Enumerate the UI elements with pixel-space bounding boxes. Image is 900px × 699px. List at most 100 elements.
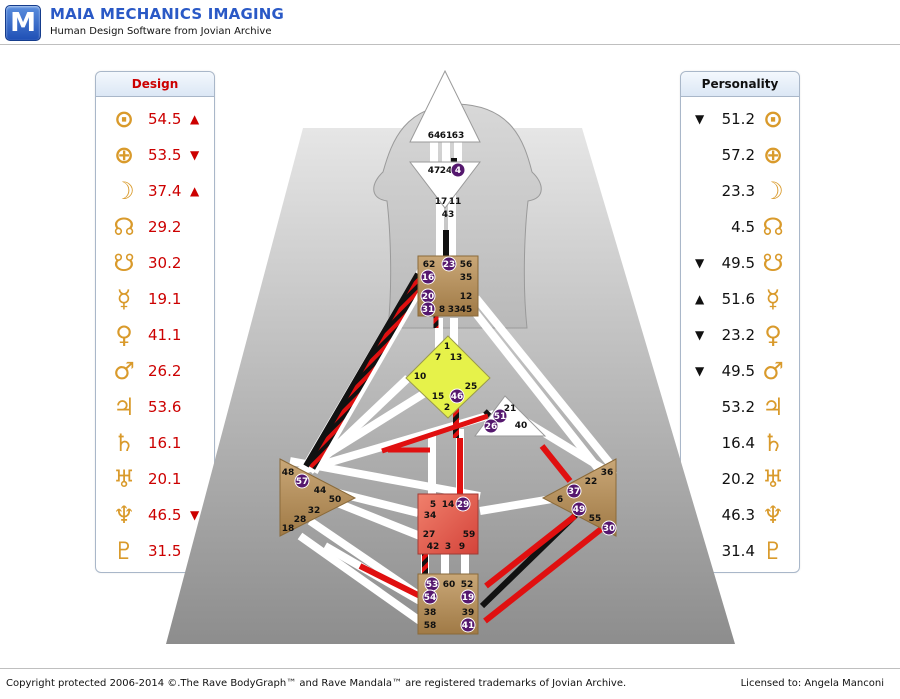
design-value: 29.2 bbox=[148, 218, 182, 236]
north-node-icon: ☊ bbox=[113, 213, 135, 241]
design-row-sun: ⊙54.5▲ bbox=[96, 101, 214, 137]
design-value: 41.1 bbox=[148, 326, 182, 344]
personality-row-north-node: ☊4.5 bbox=[681, 209, 799, 245]
gate-10: 10 bbox=[414, 372, 427, 382]
gate-1: 1 bbox=[444, 342, 450, 352]
head-center bbox=[409, 69, 481, 143]
gate-5: 5 bbox=[430, 500, 436, 510]
moon-icon: ☽ bbox=[113, 177, 135, 205]
gate-40: 40 bbox=[515, 421, 528, 431]
venus-icon: ♀ bbox=[764, 321, 782, 349]
app-header: M MAIA MECHANICS IMAGING Human Design So… bbox=[0, 0, 900, 44]
personality-arrow-icon: ▲ bbox=[695, 292, 705, 306]
active-gate-57-marker bbox=[294, 473, 310, 489]
gate-34: 34 bbox=[424, 511, 437, 521]
personality-row-jupiter: ♃53.2 bbox=[681, 389, 799, 425]
mars-icon: ♂ bbox=[113, 357, 135, 385]
gate-25: 25 bbox=[465, 382, 478, 392]
gate-37: 37 bbox=[568, 487, 581, 497]
personality-value: 23.3 bbox=[721, 182, 755, 200]
gate-63: 63 bbox=[452, 131, 465, 141]
gate-58: 58 bbox=[424, 621, 437, 631]
design-panel: Design ⊙54.5▲⊕53.5▼☽37.4▲☊29.2☋30.2☿19.1… bbox=[95, 71, 215, 573]
jupiter-icon: ♃ bbox=[113, 393, 135, 421]
personality-row-mars: ♂49.5▼ bbox=[681, 353, 799, 389]
gate-62: 62 bbox=[423, 260, 436, 270]
saturn-icon: ♄ bbox=[113, 429, 135, 457]
active-gate-54-marker bbox=[422, 589, 438, 605]
gate-4: 4 bbox=[455, 166, 461, 176]
gate-28: 28 bbox=[294, 515, 307, 525]
gate-19: 19 bbox=[462, 593, 475, 603]
gate-59: 59 bbox=[463, 530, 476, 540]
gate-27: 27 bbox=[423, 530, 436, 540]
gate-31: 31 bbox=[422, 305, 435, 315]
gate-50: 50 bbox=[329, 495, 342, 505]
design-value: 46.5 bbox=[148, 506, 182, 524]
design-row-mercury: ☿19.1 bbox=[96, 281, 214, 317]
footer-divider bbox=[0, 668, 900, 669]
gate-51: 51 bbox=[494, 412, 507, 422]
personality-value: 57.2 bbox=[721, 146, 755, 164]
personality-panel: Personality ⊙51.2▼⊕57.2☽23.3☊4.5☋49.5▼☿5… bbox=[680, 71, 800, 573]
gate-6: 6 bbox=[557, 495, 563, 505]
personality-value: 23.2 bbox=[721, 326, 755, 344]
personality-value: 4.5 bbox=[731, 218, 755, 236]
active-gate-46-marker bbox=[449, 388, 465, 404]
pluto-icon: ♇ bbox=[762, 537, 784, 565]
saturn-icon: ♄ bbox=[762, 429, 784, 457]
personality-arrow-icon: ▼ bbox=[695, 256, 705, 270]
header-divider bbox=[0, 44, 900, 45]
design-row-jupiter: ♃53.6 bbox=[96, 389, 214, 425]
design-row-mars: ♂ 26.2 bbox=[96, 353, 214, 389]
design-value: 26.2 bbox=[148, 362, 182, 380]
gate-24: 24 bbox=[440, 166, 453, 176]
design-arrow-icon: ▼ bbox=[190, 148, 200, 162]
earth-icon: ⊕ bbox=[762, 141, 784, 169]
moon-icon: ☽ bbox=[762, 177, 784, 205]
design-value: 19.1 bbox=[148, 290, 182, 308]
personality-row-south-node: ☋49.5▼ bbox=[681, 245, 799, 281]
pluto-icon: ♇ bbox=[113, 537, 135, 565]
gate-41: 41 bbox=[462, 621, 475, 631]
gate-53: 53 bbox=[426, 580, 439, 590]
gate-60: 60 bbox=[443, 580, 456, 590]
gate-46: 46 bbox=[451, 392, 464, 402]
mars-icon: ♂ bbox=[762, 357, 784, 385]
south-node-icon: ☋ bbox=[113, 249, 135, 277]
personality-row-venus: ♀ 23.2 ▼ bbox=[681, 317, 799, 353]
personality-arrow-icon: ▼ bbox=[695, 328, 705, 342]
license-text: Licensed to: Angela Manconi bbox=[740, 678, 884, 689]
gate-14: 14 bbox=[442, 500, 455, 510]
personality-row-mercury: ☿51.6▲ bbox=[681, 281, 799, 317]
gate-38: 38 bbox=[424, 608, 437, 618]
active-gate-19-marker bbox=[460, 589, 476, 605]
gate-11: 11 bbox=[449, 197, 462, 207]
gate-12: 12 bbox=[460, 292, 473, 302]
solar-plexus-center bbox=[541, 458, 617, 537]
gate-48: 48 bbox=[282, 468, 295, 478]
mercury-icon: ☿ bbox=[765, 285, 781, 313]
gate-29: 29 bbox=[457, 500, 470, 510]
active-gate-37-marker bbox=[566, 483, 582, 499]
personality-value: 46.3 bbox=[721, 506, 755, 524]
gate-3: 3 bbox=[445, 542, 451, 552]
gate-43: 43 bbox=[442, 210, 455, 220]
gate-30: 30 bbox=[603, 524, 616, 534]
gate-33: 33 bbox=[448, 305, 461, 315]
personality-arrow-icon: ▼ bbox=[695, 364, 705, 378]
personality-row-uranus: ♅20.2 bbox=[681, 461, 799, 497]
south-node-icon: ☋ bbox=[762, 249, 784, 277]
app-logo: M bbox=[5, 5, 41, 41]
design-value: 54.5 bbox=[148, 110, 182, 128]
gate-55: 55 bbox=[589, 514, 602, 524]
gate-36: 36 bbox=[601, 468, 614, 478]
active-gate-26-marker bbox=[483, 418, 499, 434]
design-row-north-node: ☊ 29.2 bbox=[96, 209, 214, 245]
gate-54: 54 bbox=[424, 593, 437, 603]
copyright-text: Copyright protected 2006-2014 ©.The Rave… bbox=[6, 678, 627, 689]
gate-9: 9 bbox=[459, 542, 465, 552]
personality-value: 31.4 bbox=[721, 542, 755, 560]
design-row-uranus: ♅20.1 bbox=[96, 461, 214, 497]
